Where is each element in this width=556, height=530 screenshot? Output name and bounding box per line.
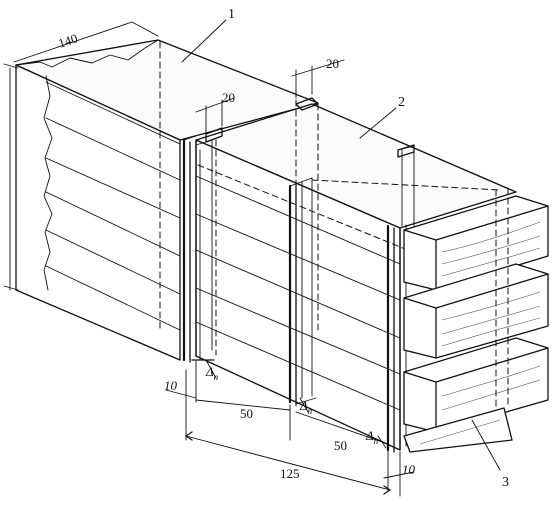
callout-2: 2 xyxy=(398,95,405,110)
callout-labels: 1 2 3 xyxy=(228,7,509,490)
callout-3: 3 xyxy=(502,475,509,490)
dimension-span-total: 125 xyxy=(280,466,300,481)
dimension-span-1: 50 xyxy=(240,406,253,421)
groove-caps xyxy=(205,97,415,158)
dimension-offset-left: 10 xyxy=(164,378,178,393)
dimension-labels: 140 20 20 10 50 50 125 10 xyxy=(56,31,415,481)
log-ends xyxy=(403,187,549,453)
delta-label-1: Δп xyxy=(205,364,219,382)
dimension-lines xyxy=(3,21,415,497)
callout-1: 1 xyxy=(228,7,235,22)
dimension-span-2: 50 xyxy=(334,438,347,453)
dimension-gap-top-1: 20 xyxy=(222,90,235,105)
groove-strip-middle xyxy=(288,177,317,405)
delta-labels: Δп Δп Δп xyxy=(205,364,379,446)
callout-leaders xyxy=(181,19,501,471)
delta-label-2: Δп xyxy=(299,398,313,416)
delta-label-3: Δп xyxy=(365,428,379,446)
dimension-offset-right: 10 xyxy=(402,462,416,477)
dimension-width-total: 140 xyxy=(56,31,79,51)
dimension-gap-top-2: 20 xyxy=(326,56,339,71)
wall-block-left xyxy=(15,39,319,361)
